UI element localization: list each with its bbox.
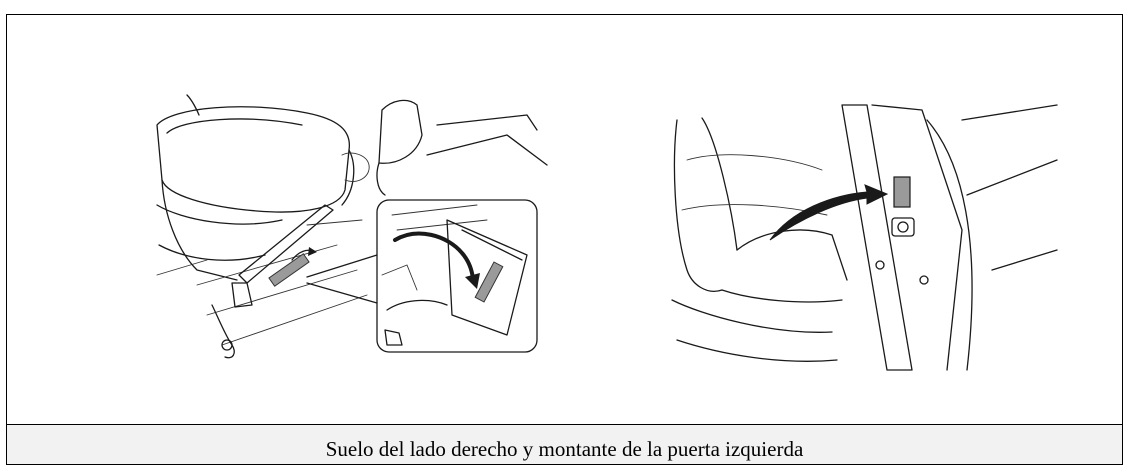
- pillar-label-marker: [893, 176, 911, 208]
- inset-label-marker: [474, 261, 504, 303]
- figure-frame: Suelo del lado derecho y montante de la …: [6, 14, 1123, 465]
- figure-caption-bar: Suelo del lado derecho y montante de la …: [7, 424, 1122, 464]
- rail-label-marker: [268, 253, 310, 287]
- seat-floor-illustration: [156, 94, 548, 359]
- figure-caption: Suelo del lado derecho y montante de la …: [325, 437, 804, 461]
- figure-illustrations: [7, 15, 1122, 425]
- door-pillar-illustration: [671, 104, 1058, 371]
